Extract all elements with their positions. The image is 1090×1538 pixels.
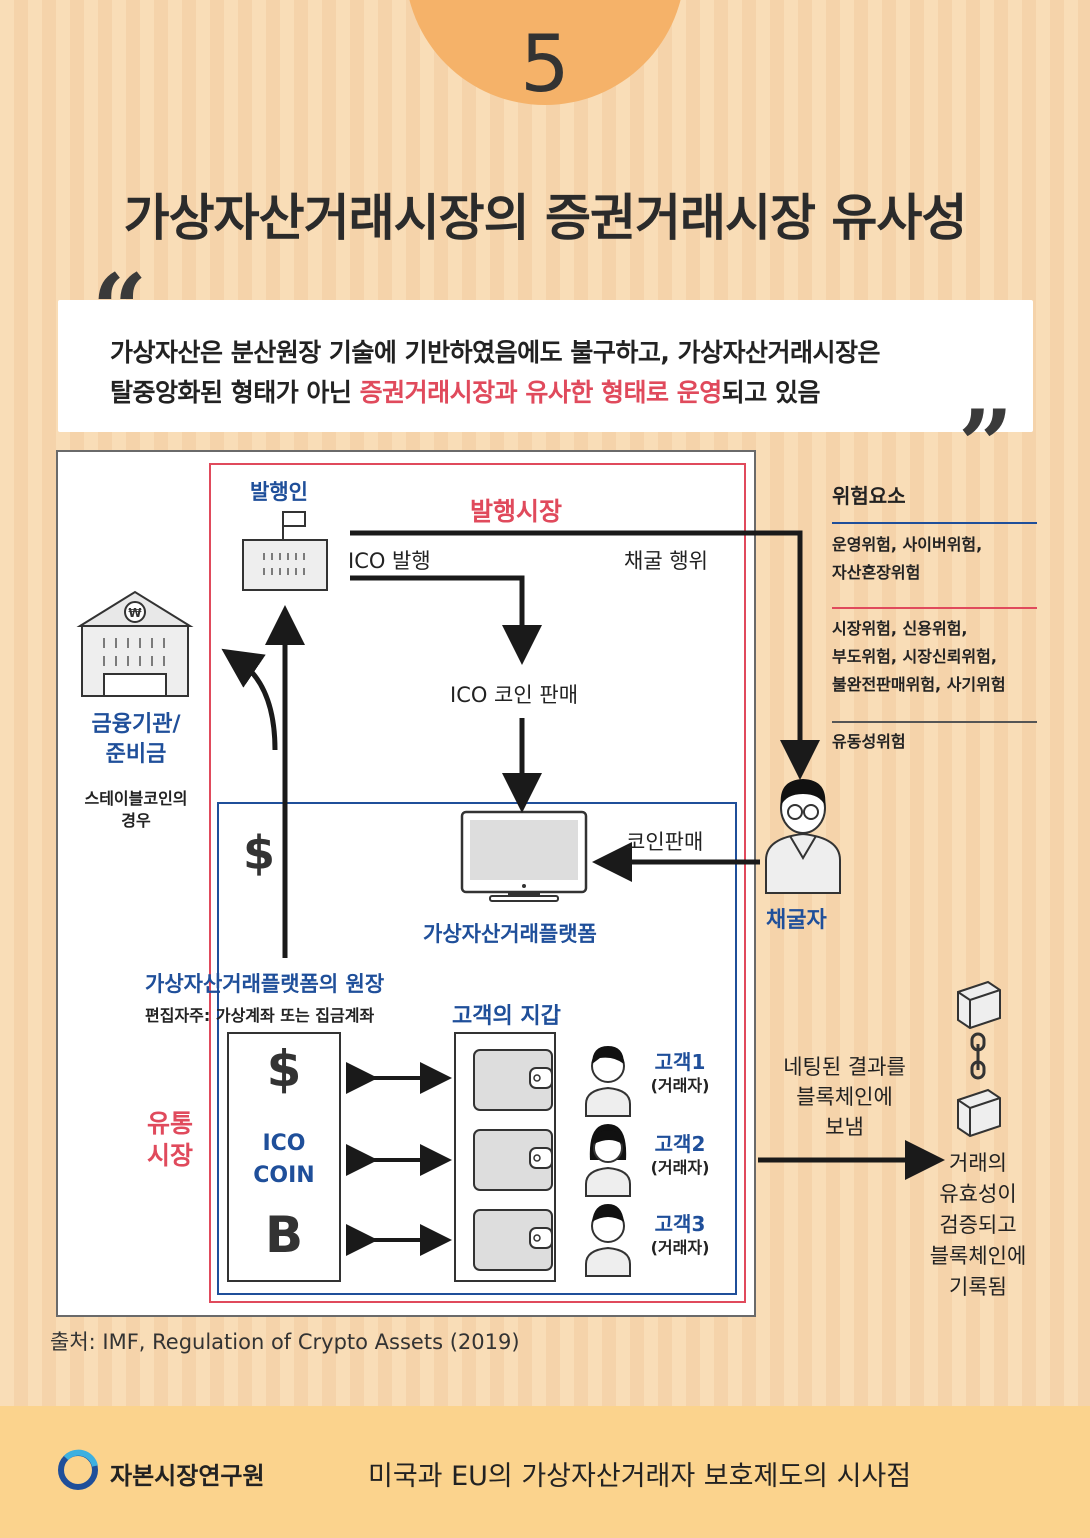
wallet-icon	[473, 1209, 553, 1271]
verified-line-5: 기록됨	[949, 1275, 1007, 1299]
bitcoin-icon: B	[264, 1206, 304, 1264]
verified-label: 거래의 유효성이 검증되고 블록체인에 기록됨	[908, 1148, 1048, 1303]
ico-coin-label: ICO COIN	[228, 1128, 340, 1192]
distribution-box	[217, 802, 737, 1295]
risk-divider-blue	[832, 522, 1037, 524]
customer-3-name: 고객3	[654, 1212, 706, 1236]
quote-box	[58, 300, 1033, 432]
issue-market-label: 발행시장	[470, 497, 563, 526]
ico-coin-line-1: ICO	[262, 1131, 306, 1156]
dollar-curve-arrow	[221, 648, 278, 751]
wallet-icon	[473, 1129, 553, 1191]
page-number: 5	[520, 20, 570, 110]
issuer-label: 발행인	[250, 480, 308, 504]
customer-2-name: 고객2	[654, 1132, 706, 1156]
open-quote-icon: “	[92, 253, 148, 366]
miner-person-icon	[765, 779, 841, 894]
close-quote-icon: ”	[958, 389, 1014, 502]
ledger-dollar-icon: $	[266, 1040, 302, 1098]
customer-3-icon	[585, 1204, 631, 1277]
page-title: 가상자산거래시장의 증권거래시장 유사성	[123, 189, 968, 247]
ico-issue-label: ICO 발행	[348, 549, 431, 573]
risk-title: 위험요소	[832, 484, 906, 508]
ico-coin-line-2: COIN	[253, 1163, 315, 1188]
source-citation: 출처: IMF, Regulation of Crypto Assets (20…	[50, 1330, 520, 1354]
netting-line-1: 네팅된 결과를	[783, 1055, 906, 1079]
quote-highlight: 증권거래시장과 유사한 형태로 운영	[359, 378, 723, 407]
customer-1-role: (거래자)	[650, 1076, 710, 1095]
ico-issue-arrow	[350, 575, 542, 665]
issuer-building-icon	[242, 511, 328, 591]
risk-group-1-line-1: 운영위험, 사이버위험,	[832, 535, 983, 554]
customer-1-name: 고객1	[654, 1050, 706, 1074]
dollar-sign-icon: $	[243, 826, 276, 880]
verified-line-1: 거래의	[949, 1151, 1007, 1175]
mining-label: 채굴 행위	[624, 549, 708, 573]
financial-institution-line-1: 금융기관/	[91, 712, 181, 737]
financial-institution-line-2: 준비금	[105, 742, 167, 767]
risk-divider-red	[832, 607, 1037, 609]
ledger-box	[227, 1032, 341, 1282]
ledger-title: 가상자산거래플랫폼의 원장	[145, 972, 385, 996]
distribution-market-label: 유통 시장	[130, 1108, 210, 1172]
customer-3-role: (거래자)	[650, 1238, 710, 1257]
verified-line-2: 유효성이	[939, 1182, 1017, 1206]
risk-group-2-line-1: 시장위험, 신용위험,	[832, 619, 968, 638]
risk-group-2-line-3: 불완전판매위험, 사기위험	[832, 675, 1006, 694]
risk-group-1-line-2: 자산혼장위험	[832, 563, 921, 582]
wallet-title: 고객의 지갑	[452, 1004, 561, 1029]
quote-line-2-pre: 탈중앙화된 형태가 아닌	[110, 378, 360, 407]
customer-1-label: 고객1 (거래자)	[640, 1050, 720, 1098]
customer-2-icon	[585, 1124, 631, 1197]
risk-divider-gray	[832, 721, 1037, 723]
customer-3-label: 고객3 (거래자)	[640, 1212, 720, 1260]
stablecoin-note-line-2: 경우	[121, 811, 151, 830]
report-title: 미국과 EU의 가상자산거래자 보호제도의 시사점	[368, 1461, 912, 1492]
netting-label: 네팅된 결과를 블록체인에 보냄	[762, 1052, 927, 1142]
monitor-icon	[460, 810, 588, 902]
mining-arrow	[350, 530, 820, 780]
miner-label: 채굴자	[766, 908, 827, 933]
verified-line-3: 검증되고	[939, 1213, 1017, 1237]
quote-line-2-post: 되고 있음	[721, 378, 821, 407]
customer-2-role: (거래자)	[650, 1158, 710, 1177]
netting-line-2: 블록체인에	[796, 1085, 893, 1109]
ico-sale-label: ICO 코인 판매	[450, 683, 579, 707]
org-name: 자본시장연구원	[110, 1462, 265, 1490]
customer-1-icon	[585, 1046, 631, 1117]
risk-group-3-line-1: 유동성위험	[832, 732, 906, 751]
blockchain-icon	[957, 980, 1001, 1138]
quote-line-2: 탈중앙화된 형태가 아닌 증권거래시장과 유사한 형태로 운영되고 있음	[110, 373, 1010, 409]
stablecoin-note-line-1: 스테이블코인의	[84, 789, 188, 808]
risk-group-2-line-2: 부도위험, 시장신뢰위험,	[832, 647, 997, 666]
verified-line-4: 블록체인에	[929, 1244, 1027, 1268]
wallet-icon	[473, 1049, 553, 1111]
risk-group-1: 운영위험, 사이버위험, 자산혼장위험	[832, 531, 982, 587]
risk-group-3: 유동성위험	[832, 728, 906, 756]
coin-sale-label: 코인판매	[626, 830, 704, 854]
risk-group-2: 시장위험, 신용위험, 부도위험, 시장신뢰위험, 불완전판매위험, 사기위험	[832, 615, 1006, 699]
financial-institution-label: 금융기관/ 준비금	[76, 710, 196, 770]
distribution-line-2: 시장	[146, 1141, 193, 1170]
ledger-note: 편집자주: 가상계좌 또는 집금계좌	[145, 1006, 375, 1025]
platform-label: 가상자산거래플랫폼	[423, 922, 597, 946]
netting-line-3: 보냄	[825, 1115, 864, 1139]
customer-2-label: 고객2 (거래자)	[640, 1132, 720, 1180]
bank-building-icon: ₩	[76, 590, 194, 697]
distribution-line-1: 유통	[146, 1109, 193, 1138]
quote-line-1: 가상자산은 분산원장 기술에 기반하였음에도 불구하고, 가상자산거래시장은	[110, 338, 881, 367]
stablecoin-note: 스테이블코인의 경우	[66, 788, 206, 832]
issue-market-box	[209, 463, 746, 1303]
svg-text:₩: ₩	[128, 606, 142, 620]
footer-bar	[0, 1406, 1090, 1538]
